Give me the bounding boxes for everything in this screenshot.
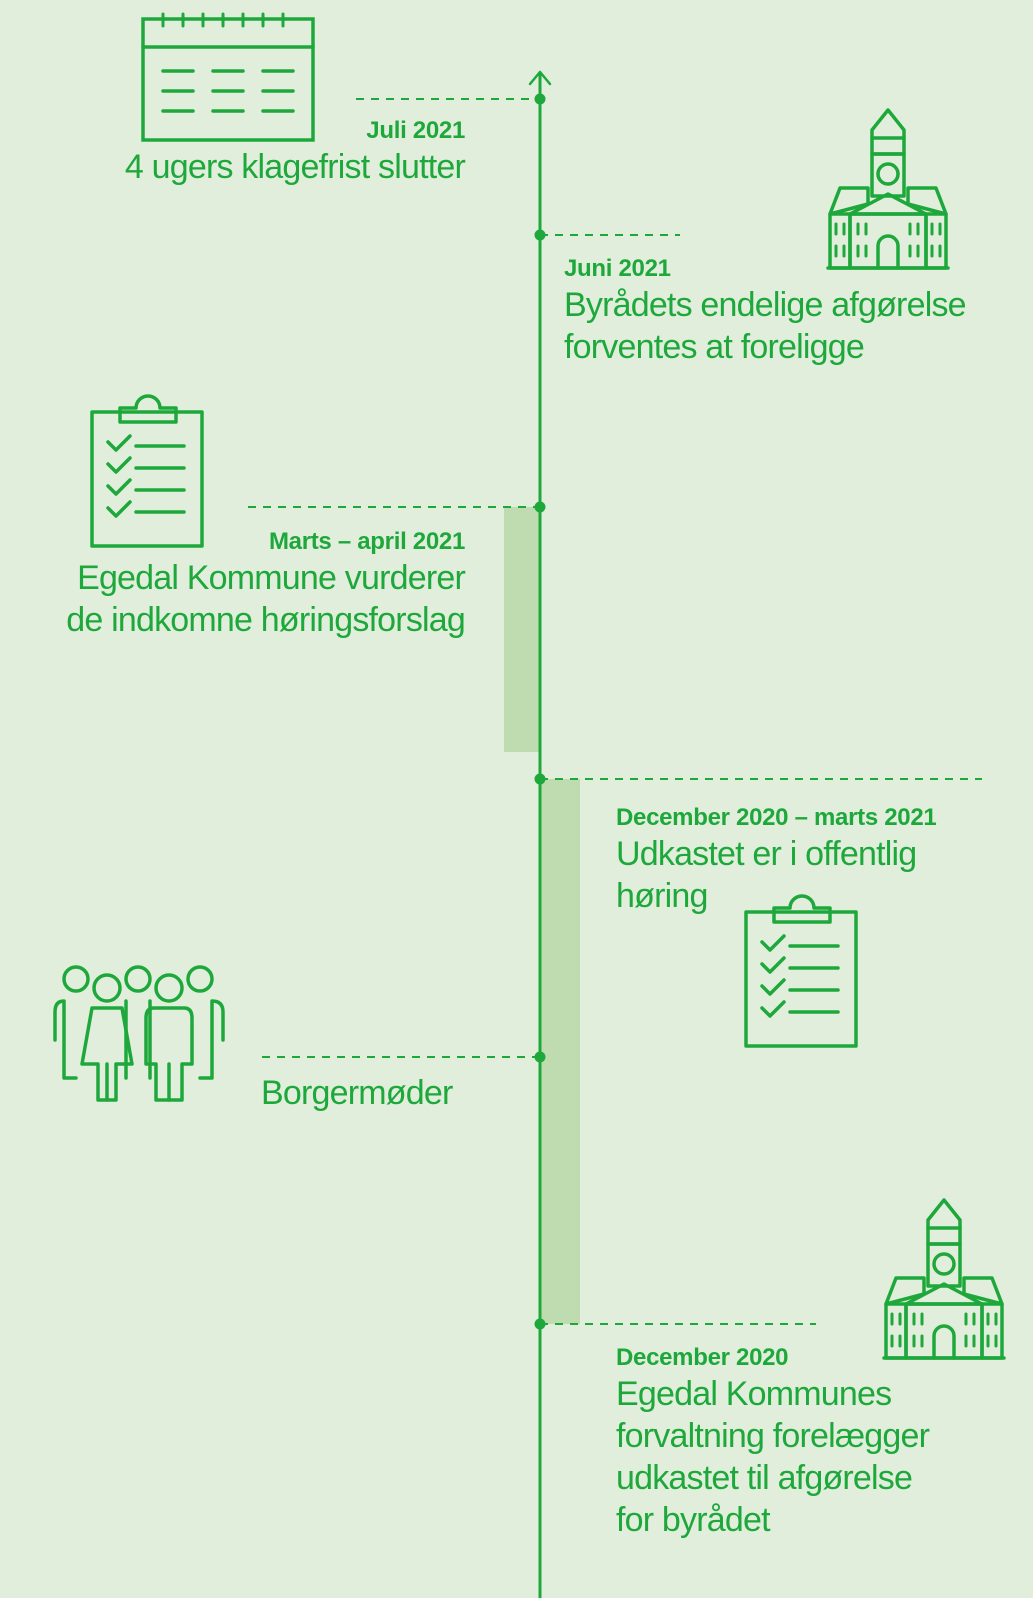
event-description-line: Borgermøder [261,1074,453,1112]
event-description-line: Udkastet er i offentlig [616,835,917,873]
event-description: Udkastet er i offentlig høring [616,833,936,917]
event-date: Marts – april 2021 [268,528,465,555]
event-description-line: forvaltning forelægger [616,1417,930,1455]
people-group-icon [53,965,225,1102]
event-description-line: Egedal Kommunes [616,1375,892,1413]
period-band-december-marts [540,779,580,1324]
marker-dot [534,773,546,785]
event-december-2020-marts-2021: December 2020 – marts 2021 Udkastet er i… [616,803,937,917]
event-description: Egedal Kommunes forvaltning forelægger u… [616,1373,930,1541]
marker-dot [534,1051,546,1063]
event-description: Borgermøder [261,1072,453,1114]
event-description-line: 4 ugers klagefrist slutter [124,148,466,186]
calendar-icon [141,12,315,142]
town-hall-icon [826,108,950,270]
marker-dot [534,229,546,241]
event-description-line: Egedal Kommune vurderer [77,559,466,597]
marker-dot [534,501,546,513]
event-description: 4 ugers klagefrist slutter [124,146,466,188]
event-marts-april-2021: Marts – april 2021 Egedal Kommune vurder… [66,527,466,641]
event-description-line: Byrådets endelige afgørelse [564,286,967,324]
event-description-line: for byrådet [616,1501,771,1539]
town-hall-icon [882,1198,1006,1360]
event-date: December 2020 – marts 2021 [616,804,937,831]
checklist-icon [744,894,858,1048]
event-borgermoeder: Borgermøder [261,1072,453,1114]
timeline-arrow-icon [528,70,552,86]
marker-dot [534,1318,546,1330]
marker-dot [534,93,546,105]
event-description: Byrådets endelige afgørelse forventes at… [564,284,967,368]
event-juli-2021: Juli 2021 4 ugers klagefrist slutter [124,116,466,188]
event-december-2020: December 2020 Egedal Kommunes forvaltnin… [616,1343,930,1541]
event-description-line: udkastet til afgørelse [616,1459,913,1497]
period-band-marts-april [504,507,540,752]
event-description: Egedal Kommune vurderer de indkomne høri… [66,557,466,641]
event-date: December 2020 [616,1344,789,1371]
event-description-line: forventes at foreligge [564,328,865,366]
checklist-icon [90,394,204,548]
event-date: Juli 2021 [366,117,465,144]
event-description-line: høring [616,877,708,915]
event-date: Juni 2021 [564,255,671,282]
event-description-line: de indkomne høringsforslag [66,601,466,639]
event-juni-2021: Juni 2021 Byrådets endelige afgørelse fo… [564,254,967,368]
